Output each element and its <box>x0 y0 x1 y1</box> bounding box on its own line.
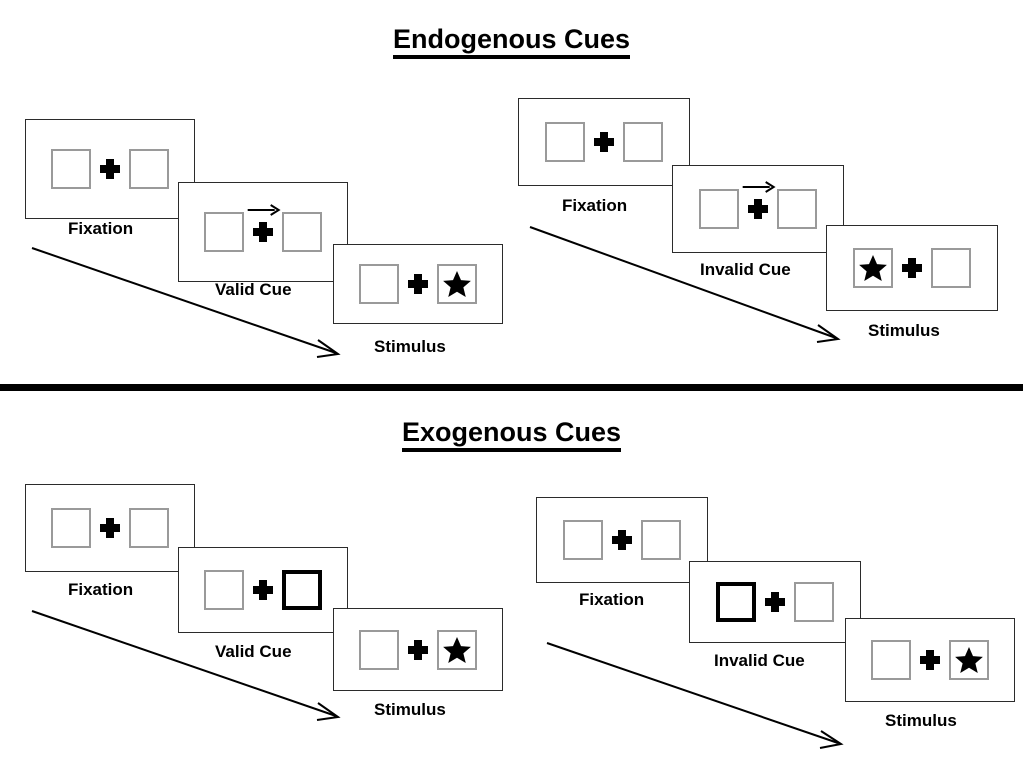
star-icon <box>442 635 472 665</box>
trial-frame-invalid-cue <box>689 561 861 643</box>
left-box <box>51 149 91 189</box>
trial-frame-invalid-cue <box>672 165 844 253</box>
right-box <box>282 212 322 252</box>
left-box <box>204 212 244 252</box>
flow-arrow-exogenous-invalid <box>545 640 855 752</box>
right-arrow-icon <box>247 204 281 218</box>
section-title-endogenous: Endogenous Cues <box>0 24 1023 60</box>
trial-frame-fixation <box>518 98 690 186</box>
right-box <box>129 508 169 548</box>
left-box <box>545 122 585 162</box>
trial-frame-fixation <box>25 119 195 219</box>
plus-icon <box>919 649 941 671</box>
trial-frame-stimulus <box>333 244 503 324</box>
frame-caption-fixation: Fixation <box>68 580 134 599</box>
star-icon <box>954 645 984 675</box>
frame-caption-stimulus: Stimulus <box>374 700 446 719</box>
left-box <box>359 629 399 670</box>
frame-caption-invalid-cue: Invalid Cue <box>700 260 791 279</box>
trial-frame-valid-cue <box>178 547 348 633</box>
frame-caption-valid-cue: Valid Cue <box>215 642 292 661</box>
frame-caption-fixation: Fixation <box>68 219 134 238</box>
frame-caption-stimulus: Stimulus <box>885 711 957 730</box>
right-box <box>931 248 971 288</box>
right-box <box>129 149 169 189</box>
plus-icon <box>407 273 429 295</box>
right-box <box>437 264 477 304</box>
section-title-exogenous: Exogenous Cues <box>0 417 1023 453</box>
right-box <box>949 640 989 680</box>
plus-icon <box>742 181 776 220</box>
right-box <box>282 570 322 610</box>
left-box <box>853 248 893 288</box>
right-box <box>623 122 663 162</box>
trial-frame-fixation <box>25 484 195 572</box>
right-arrow-icon <box>742 181 776 195</box>
frame-caption-stimulus: Stimulus <box>868 321 940 340</box>
frame-caption-stimulus: Stimulus <box>374 337 446 356</box>
left-box <box>563 520 603 560</box>
left-box <box>204 570 244 610</box>
right-box <box>641 520 681 560</box>
trial-frame-stimulus <box>333 608 503 691</box>
star-icon <box>442 269 472 299</box>
plus-icon <box>99 517 121 539</box>
frame-caption-valid-cue: Valid Cue <box>215 280 292 299</box>
trial-frame-valid-cue <box>178 182 348 282</box>
plus-icon <box>593 131 615 153</box>
plus-icon <box>901 257 923 279</box>
plus-icon <box>247 204 281 243</box>
plus-icon <box>252 579 274 601</box>
section-divider <box>0 384 1023 391</box>
section-title-endogenous-text: Endogenous Cues <box>392 25 630 60</box>
left-box <box>716 582 756 622</box>
left-box <box>699 189 739 229</box>
plus-icon <box>764 591 786 613</box>
frame-caption-fixation: Fixation <box>562 196 628 215</box>
frame-caption-invalid-cue: Invalid Cue <box>714 651 805 670</box>
plus-icon <box>611 529 633 551</box>
plus-icon <box>99 158 121 180</box>
trial-frame-stimulus <box>826 225 998 311</box>
right-box <box>794 582 834 622</box>
section-title-exogenous-text: Exogenous Cues <box>401 418 622 453</box>
plus-icon <box>407 639 429 661</box>
star-icon <box>858 253 888 283</box>
left-box <box>51 508 91 548</box>
trial-frame-fixation <box>536 497 708 583</box>
frame-caption-fixation: Fixation <box>579 590 645 609</box>
trial-frame-stimulus <box>845 618 1015 702</box>
left-box <box>871 640 911 680</box>
right-box <box>777 189 817 229</box>
right-box <box>437 629 477 670</box>
left-box <box>359 264 399 304</box>
